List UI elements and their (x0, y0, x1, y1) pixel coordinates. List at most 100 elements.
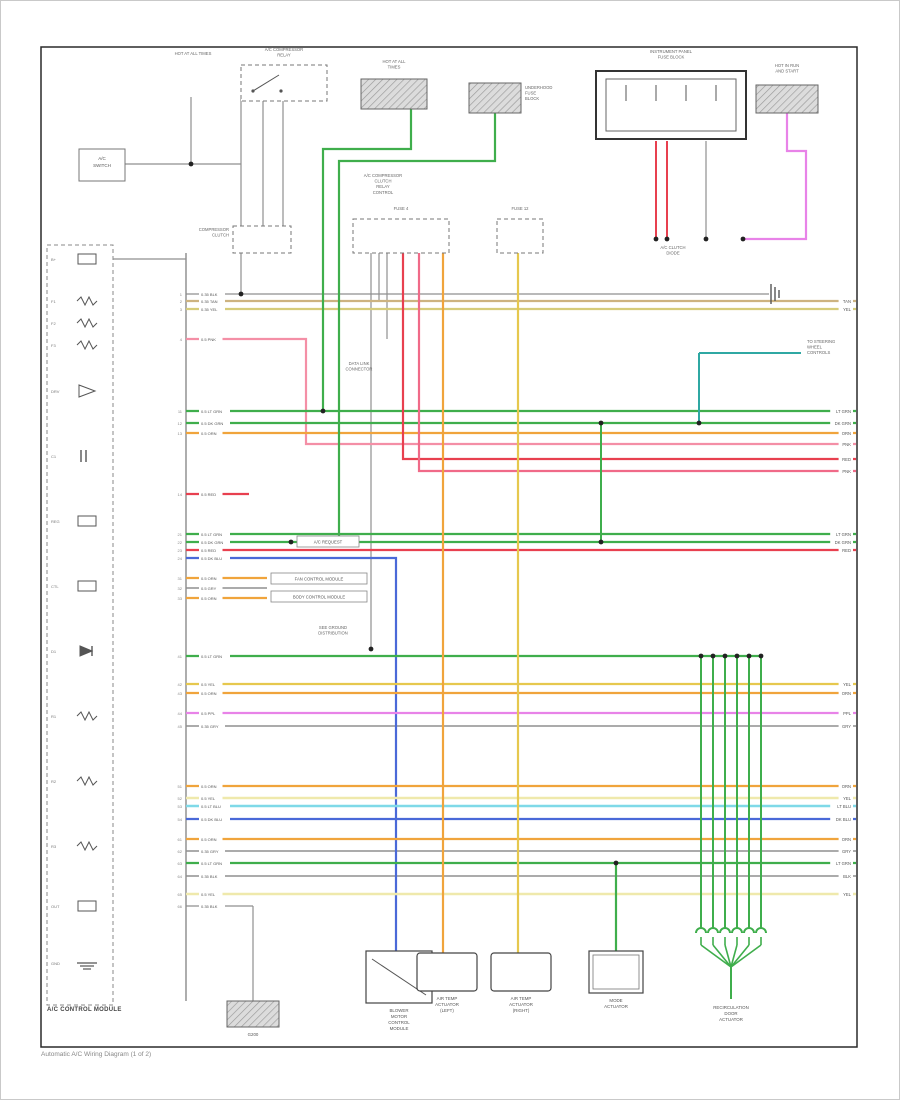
wire-code-chip (199, 709, 223, 717)
wire-code-chip (199, 546, 223, 554)
component-label: MODULE (390, 1026, 409, 1031)
module-glyph-diode (79, 645, 94, 657)
wire-pink (186, 337, 856, 446)
right-code-chip (838, 872, 853, 880)
right-code-label: TAN (843, 299, 851, 304)
wire-code-label: 0.5 DK BLU (201, 556, 222, 561)
right-code-chip (830, 802, 853, 810)
wire-code-chip (199, 490, 223, 498)
annotation-text: HOT IN RUN (775, 63, 799, 68)
module-glyph-label: R1 (51, 714, 57, 719)
pin-number: 3 (180, 307, 183, 312)
wire-code-chip (199, 835, 223, 843)
mid-connector-box (496, 218, 544, 254)
splice-dot (288, 539, 294, 545)
module-glyph-label: DRV (51, 389, 60, 394)
wire-code-chip (199, 859, 230, 867)
pin-number: 51 (178, 784, 183, 789)
module-glyph-label: OUT (51, 904, 60, 909)
wire-code-label: 0.35 GRY (201, 724, 219, 729)
right-code-label: LT BLU (837, 804, 851, 809)
annotation-text: A/C COMPRESSOR (364, 173, 402, 178)
cluster-loop (719, 927, 731, 934)
splice-dot (598, 539, 604, 545)
pin-number: 45 (178, 724, 183, 729)
wire-code-chip (199, 815, 230, 823)
splice-dot (368, 646, 374, 652)
annotation-text: WHEEL (807, 345, 823, 350)
pin-number: 11 (178, 409, 183, 414)
right-code-label: PNK (842, 469, 851, 474)
right-code-label: DK GRN (835, 421, 851, 426)
mid-connector-box (232, 225, 292, 254)
right-code-chip (838, 680, 853, 688)
right-code-chip (838, 722, 853, 730)
right-code-chip (838, 689, 853, 697)
wire-red (401, 253, 856, 461)
splice-dot (722, 653, 728, 659)
relay-connector (240, 64, 328, 102)
right-code-label: RED (842, 548, 851, 553)
wire-green (730, 944, 762, 968)
wire-code-label: 0.5 LT GRN (201, 654, 222, 659)
splice-dot (696, 420, 702, 426)
wire-code-chip (199, 802, 230, 810)
component-box (490, 952, 552, 992)
wire-code-chip (199, 530, 230, 538)
wire-code-chip (199, 554, 230, 562)
annotation-text: TIMES (388, 65, 401, 70)
wire-code-label: 0.35 TAN (201, 299, 218, 304)
mid-box-label: SWITCH (93, 163, 111, 168)
component-label: G200 (248, 1032, 259, 1037)
module-glyph-box (77, 253, 97, 265)
control-module-outline (46, 244, 114, 1006)
wire-code-label: 0.35 GRY (201, 849, 219, 854)
annotation-text: CLUTCH (212, 233, 229, 238)
splice-dot (188, 161, 194, 167)
component-label: AIR TEMP (511, 996, 532, 1001)
annotation-text: COMPRESSOR (199, 227, 229, 232)
wire-code-chip (199, 689, 223, 697)
wire-code-label: 0.35 BLK (201, 904, 218, 909)
annotation-text: INSTRUMENT PANEL (650, 49, 693, 54)
wire-code-chip (199, 652, 230, 660)
pin-number: 42 (178, 682, 183, 687)
module-glyph-label: GND (51, 961, 60, 966)
right-code-label: LT GRN (836, 532, 851, 537)
component-label: (RIGHT) (513, 1008, 530, 1013)
reference-label: BODY CONTROL MODULE (293, 595, 346, 600)
splice-dot (746, 653, 752, 659)
pin-number: 65 (178, 892, 183, 897)
right-code-chip (830, 419, 853, 427)
component-label: ACTUATOR (509, 1002, 533, 1007)
pin-number: 32 (178, 586, 183, 591)
wire-code-chip (199, 794, 223, 802)
pin-number: 22 (178, 540, 183, 545)
right-code-label: YEL (843, 307, 852, 312)
splice-dot (598, 420, 604, 426)
cluster-loop (755, 927, 767, 934)
right-code-chip (838, 709, 853, 717)
splice-dot (653, 236, 659, 242)
wire-code-label: 0.35 BLK (201, 292, 218, 297)
module-glyph-label: C1 (51, 454, 57, 459)
mid-connector-box (78, 148, 126, 182)
wire-green (730, 944, 738, 968)
component-label: MODE (609, 998, 622, 1003)
pin-number: 61 (178, 837, 183, 842)
wire-code-chip (199, 847, 225, 855)
wire-code-chip (199, 419, 230, 427)
wire-code-label: 0.5 DK GRN (201, 540, 223, 545)
pin-number: 52 (178, 796, 183, 801)
reference-box (296, 535, 360, 548)
wire-code-chip (199, 290, 225, 298)
wire-code-label: 0.5 PPL (201, 711, 216, 716)
cluster-loop (707, 927, 719, 934)
module-glyph-resistor (76, 295, 98, 307)
right-code-chip (838, 782, 853, 790)
right-code-chip (838, 429, 853, 437)
pin-number: 12 (178, 421, 183, 426)
annotation-text: RELAY (376, 184, 390, 189)
component-label: AIR TEMP (437, 996, 458, 1001)
